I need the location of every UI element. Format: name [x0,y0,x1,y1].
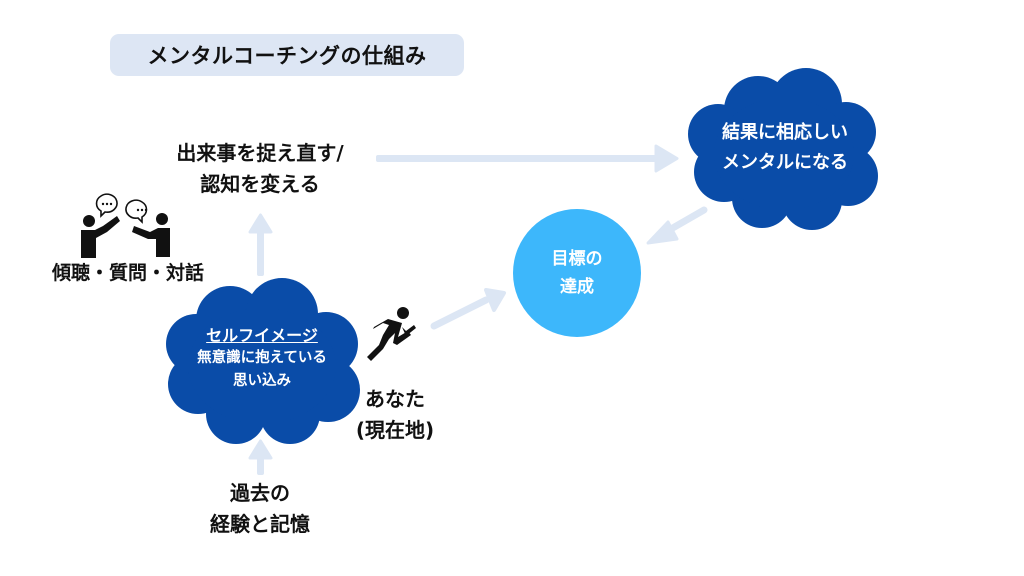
node-past: 過去の 経験と記憶 [180,478,340,540]
node-reframe-line1: 出来事を捉え直す/ [176,141,344,165]
arrow-you-to-goal [430,288,506,330]
cloud-result-mental [688,68,878,230]
two-people-talking-icon [81,193,170,258]
cloud-self-image [166,278,360,444]
node-result-mental: 結果に相応しい メンタルになる [700,118,870,178]
node-goal-line2: 達成 [560,277,594,297]
arrow-reframe-to-result [376,144,679,173]
node-result-mental-line2: メンタルになる [722,152,848,173]
node-goal: 目標の 達成 [513,209,641,337]
node-goal-line1: 目標の [551,249,603,269]
arrow-past-to-selfimage [248,439,273,475]
node-self-image-heading: セルフイメージ [206,326,318,345]
node-you: あなた (現在地) [340,384,450,446]
arrow-selfimage-to-reframe [248,213,273,276]
node-result-mental-line1: 結果に相応しい [722,122,848,143]
node-you-line2: (現在地) [355,418,435,442]
node-self-image-line2: 思い込み [233,373,291,389]
node-self-image: セルフイメージ 無意識に抱えている 思い込み [172,324,352,393]
node-you-line1: あなた [365,387,425,411]
node-reframe: 出来事を捉え直す/ 認知を変える [140,138,380,200]
node-past-line1: 過去の [230,481,290,505]
node-self-image-line1: 無意識に抱えている [197,350,327,366]
arrow-result-to-goal [646,206,708,245]
running-person-icon [367,307,416,361]
diagram-title: メンタルコーチングの仕組み [110,34,464,76]
node-past-line2: 経験と記憶 [210,512,310,536]
node-reframe-line2: 認知を変える [200,172,320,196]
node-coaching-label: 傾聴・質問・対話 [51,262,204,284]
